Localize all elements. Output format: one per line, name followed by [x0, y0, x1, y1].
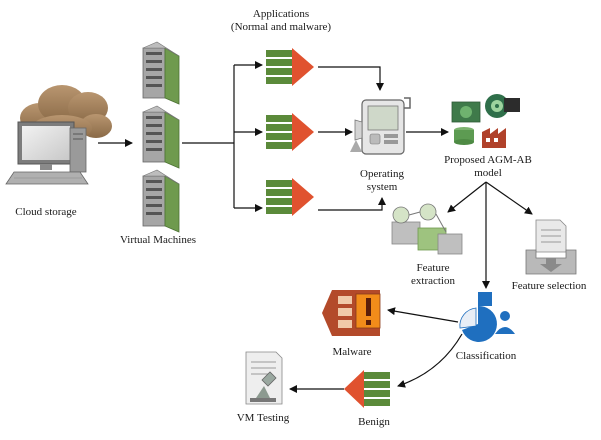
proposed-model-line-1: Proposed AGM-AB — [444, 154, 532, 166]
operating-system-line-1: Operating — [360, 168, 404, 180]
lab-microscope-icon — [245, 351, 283, 405]
proposed-model-line-2: model — [474, 167, 502, 179]
application-stack-icon — [344, 370, 390, 408]
proposed-model-label: Proposed AGM-AB model — [436, 154, 540, 180]
operating-system-device-icon — [350, 97, 411, 155]
server-rack-icon — [142, 169, 180, 233]
flow-arrows — [98, 61, 533, 393]
applications-label: Applications (Normal and malware) — [206, 8, 356, 34]
feature-extraction-icon — [391, 203, 463, 255]
feature-extraction-line-2: extraction — [411, 275, 455, 287]
applications-subtitle: (Normal and malware) — [230, 21, 332, 33]
feature-selection-label: Feature selection — [511, 280, 587, 292]
server-rack-icon — [142, 41, 180, 105]
classification-label: Classification — [455, 350, 517, 362]
application-stack-icon — [266, 48, 314, 86]
document-tray-icon — [525, 219, 577, 275]
desktop-computer-icon — [5, 121, 89, 185]
vm-testing-label: VM Testing — [236, 412, 290, 424]
application-stack-icon — [266, 178, 314, 216]
warning-document-icon — [322, 290, 381, 336]
feature-extraction-line-1: Feature — [416, 262, 450, 274]
pie-chart-user-icon — [459, 292, 515, 342]
application-stack-icon — [266, 113, 314, 151]
operating-system-line-2: system — [366, 181, 398, 193]
benign-label: Benign — [358, 416, 390, 428]
virtual-machines-label: Virtual Machines — [119, 234, 196, 246]
feature-extraction-label: Feature extraction — [398, 262, 468, 288]
malware-label: Malware — [332, 346, 372, 358]
applications-title: Applications — [252, 8, 310, 20]
model-database-icon — [451, 94, 520, 148]
server-rack-icon — [142, 105, 180, 169]
operating-system-label: Operating system — [340, 168, 424, 194]
cloud-storage-label: Cloud storage — [15, 206, 77, 218]
